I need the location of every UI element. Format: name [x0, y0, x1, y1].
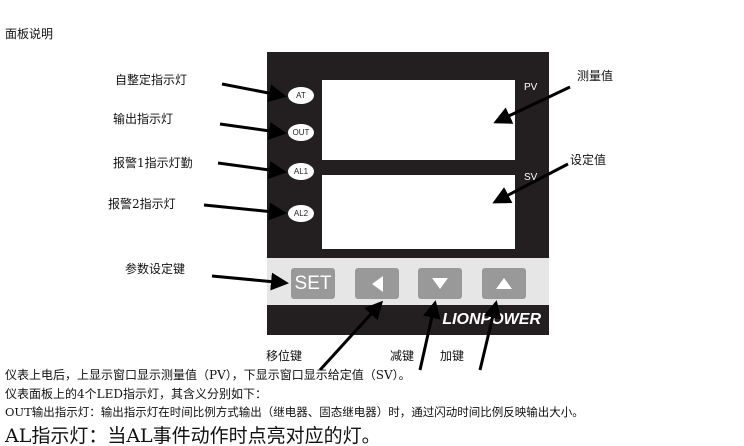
note-2: 仪表面板上的4个LED指示灯，其含义分别如下：: [5, 387, 267, 401]
button-strip: SET: [267, 258, 549, 305]
callout-up: 加键: [440, 349, 465, 363]
callout-set: 参数设定键: [125, 262, 186, 276]
callout-at: 自整定指示灯: [115, 73, 188, 87]
pv-display: [322, 80, 515, 160]
up-button[interactable]: [482, 268, 526, 299]
note-3: OUT输出指示灯：输出指示灯在时间比例方式输出（继电器、固态继电器）时，通过闪动…: [5, 405, 584, 419]
sv-display: [322, 175, 515, 249]
down-button[interactable]: [418, 268, 462, 299]
shift-button[interactable]: [355, 268, 399, 299]
note-4: AL指示灯：当AL事件动作时点亮对应的灯。: [5, 425, 381, 446]
callout-out: 输出指示灯: [113, 112, 174, 126]
triangle-up-icon: [496, 278, 512, 289]
led-at: AT: [288, 87, 314, 104]
triangle-left-icon: [371, 275, 383, 292]
set-button[interactable]: SET: [291, 268, 335, 299]
led-out: OUT: [288, 124, 314, 141]
triangle-down-icon: [432, 278, 448, 289]
led-al2: AL2: [288, 205, 314, 222]
callout-al2: 报警2指示灯: [108, 197, 176, 211]
callout-pv: 测量值: [577, 69, 614, 83]
callout-down: 减键: [390, 349, 415, 363]
callout-al1: 报警1指示灯勤: [113, 156, 193, 170]
callout-shift: 移位键: [266, 349, 303, 363]
led-al1: AL1: [288, 163, 314, 180]
pv-label: PV: [524, 82, 538, 93]
callout-sv: 设定值: [570, 153, 607, 167]
note-1: 仪表上电后，上显示窗口显示测量值（PV），下显示窗口显示给定值（SV）。: [5, 368, 411, 382]
sv-label: SV: [524, 172, 538, 183]
title: 面板说明: [5, 27, 54, 41]
